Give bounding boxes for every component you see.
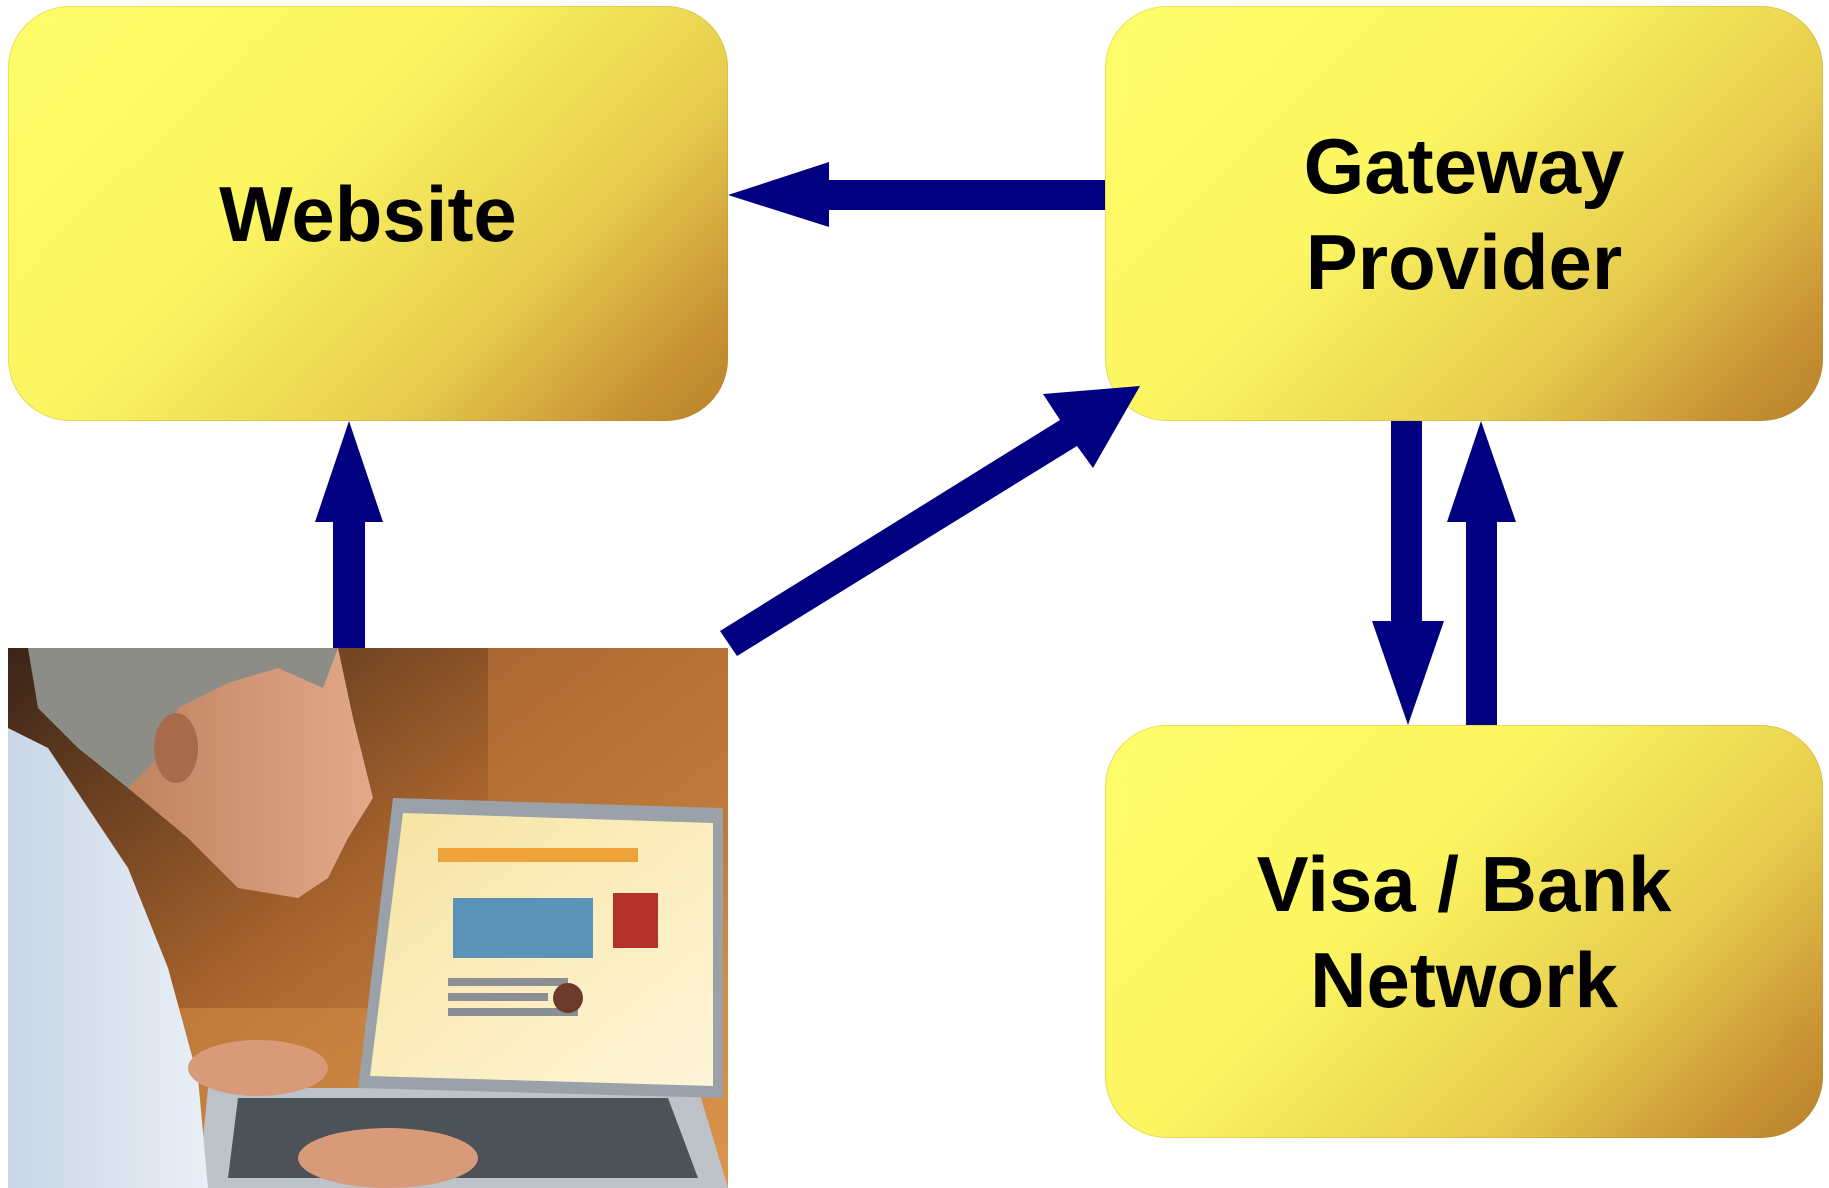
arrow-user-to-website <box>315 421 383 648</box>
arrow-visa-to-gateway <box>1447 421 1516 725</box>
gateway-label-line2: Provider <box>1305 217 1623 306</box>
arrow-gateway-to-visa <box>1372 421 1444 725</box>
gateway-provider-label: Gateway Provider <box>1304 118 1625 310</box>
visa-label-line1: Visa / Bank <box>1256 839 1672 928</box>
visa-bank-network-label: Visa / Bank Network <box>1257 836 1672 1028</box>
user-photo <box>8 648 728 1188</box>
website-label-text: Website <box>219 169 517 258</box>
user-laptop-image <box>8 648 728 1188</box>
gateway-label-line1: Gateway <box>1303 121 1625 210</box>
website-label: Website <box>219 166 517 262</box>
arrow-user-to-gateway <box>720 386 1140 656</box>
gateway-provider-node: Gateway Provider <box>1105 6 1823 421</box>
arrow-gateway-to-website <box>728 162 1105 227</box>
visa-bank-network-node: Visa / Bank Network <box>1105 725 1823 1138</box>
visa-label-line2: Network <box>1310 935 1618 1024</box>
website-node: Website <box>8 6 728 421</box>
